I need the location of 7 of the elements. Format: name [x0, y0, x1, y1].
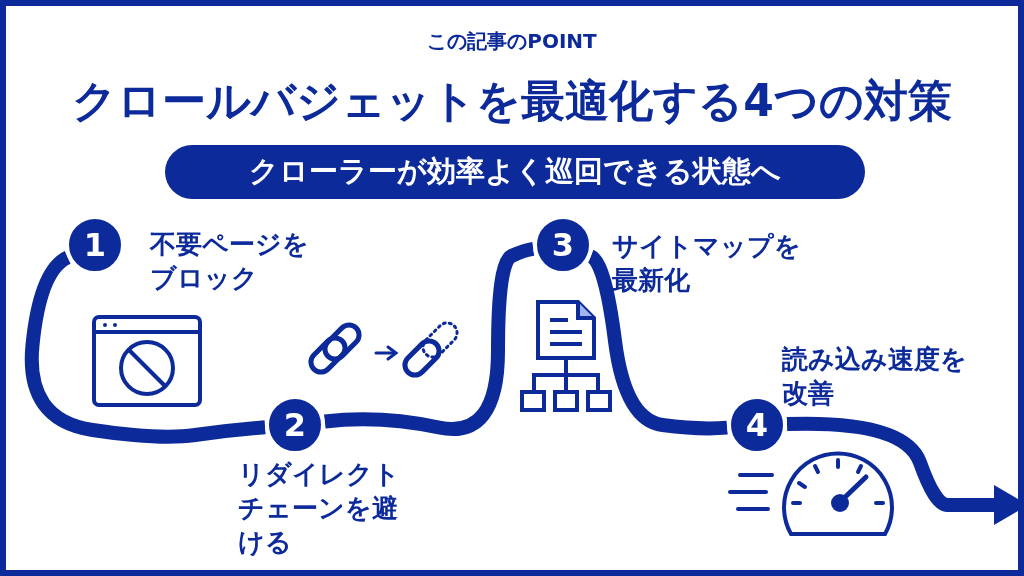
step-caption: 不要ページをブロック	[150, 228, 310, 295]
subtitle-banner: クローラーが効率よく巡回できる状態へ	[165, 145, 865, 199]
step-caption: サイトマップを最新化	[612, 230, 802, 297]
path-line	[586, 250, 728, 436]
step-caption: リダイレクトチェーンを避ける	[238, 458, 401, 559]
main-title: クロールバジェットを最適化する4つの対策	[71, 74, 953, 128]
eyebrow-heading: この記事のPOINT	[426, 28, 598, 54]
